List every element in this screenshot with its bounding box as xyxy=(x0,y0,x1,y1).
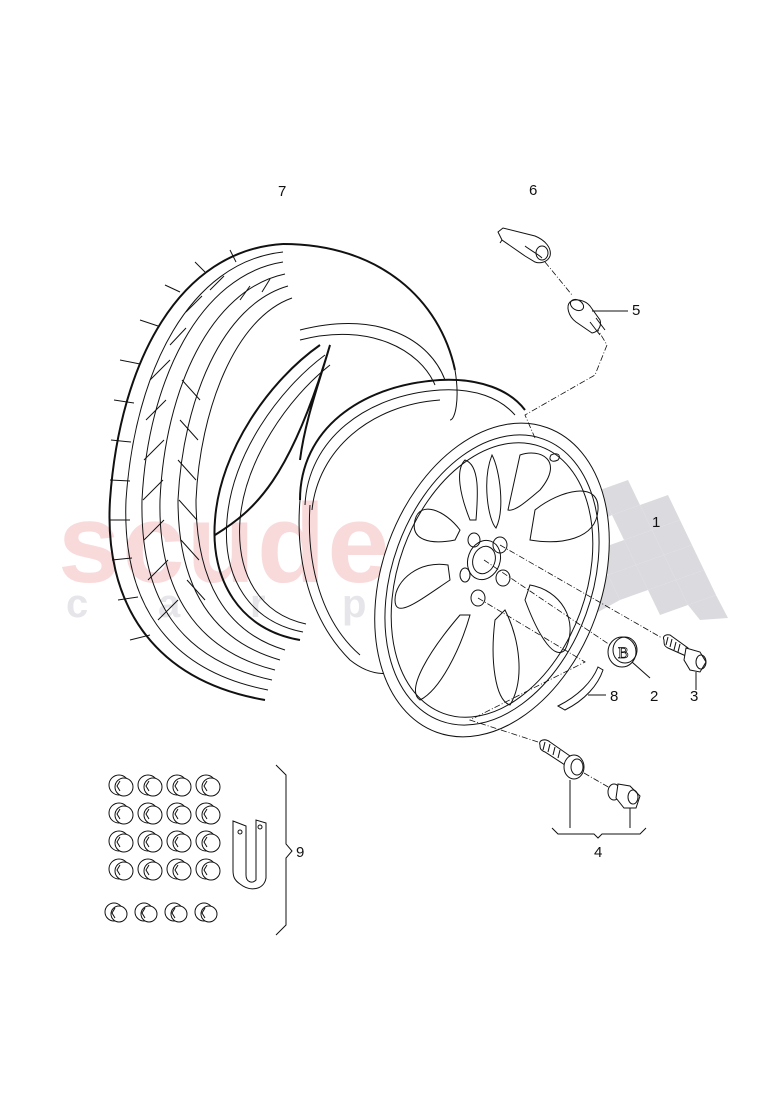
bracket-9 xyxy=(275,764,293,936)
bolt-cap xyxy=(108,774,134,797)
bolt-cap xyxy=(166,830,192,853)
callout-5: 5 xyxy=(632,302,641,319)
tyre-drawing[interactable] xyxy=(108,243,458,701)
callout-3: 3 xyxy=(690,688,699,705)
callout-6: 6 xyxy=(529,182,538,199)
callout-2: 2 xyxy=(650,688,659,705)
bolt-cap xyxy=(166,858,192,881)
cap-puller-tool[interactable] xyxy=(232,819,267,890)
bolt-cap-set[interactable] xyxy=(104,774,221,923)
bolt-cap xyxy=(164,902,188,923)
bolt-cap xyxy=(108,830,134,853)
bolt-cap xyxy=(166,802,192,825)
cap-logo-icon: B xyxy=(618,645,629,662)
tyre-valve[interactable] xyxy=(567,297,628,336)
bolt-cap xyxy=(194,902,218,923)
bolt-cap xyxy=(134,902,158,923)
bolt-leader-line xyxy=(499,544,663,639)
tyre-pressure-sensor[interactable] xyxy=(497,227,573,296)
wheel-bolt[interactable] xyxy=(663,634,707,690)
valve-leader-line xyxy=(524,329,608,439)
callout-8: 8 xyxy=(610,688,619,705)
wheel-center-cap[interactable]: B xyxy=(607,636,651,679)
bolt-cap xyxy=(108,802,134,825)
bolt-cap xyxy=(195,858,221,881)
callout-7: 7 xyxy=(278,183,287,200)
watermark-letter: c xyxy=(66,582,89,626)
locking-bolt-leader-line xyxy=(468,597,586,743)
locking-wheel-bolt-set[interactable] xyxy=(539,739,647,839)
bolt-cap xyxy=(104,902,128,923)
callout-9: 9 xyxy=(296,844,305,861)
bolt-cap xyxy=(137,774,163,797)
bolt-cap xyxy=(137,830,163,853)
bolt-cap xyxy=(195,830,221,853)
bolt-cap xyxy=(195,774,221,797)
callout-1: 1 xyxy=(652,514,661,531)
bolt-cap xyxy=(108,858,134,881)
callout-4: 4 xyxy=(594,844,603,861)
bolt-cap xyxy=(137,858,163,881)
bolt-cap xyxy=(166,774,192,797)
bolt-cap xyxy=(137,802,163,825)
checker-flag-watermark xyxy=(580,480,728,620)
balance-weight[interactable] xyxy=(556,666,606,711)
watermark-letter: p xyxy=(342,582,367,626)
bolt-cap xyxy=(195,802,221,825)
rim-barrel xyxy=(298,378,526,674)
alloy-wheel-rim[interactable] xyxy=(333,390,651,770)
cap-leader-line xyxy=(483,559,611,646)
